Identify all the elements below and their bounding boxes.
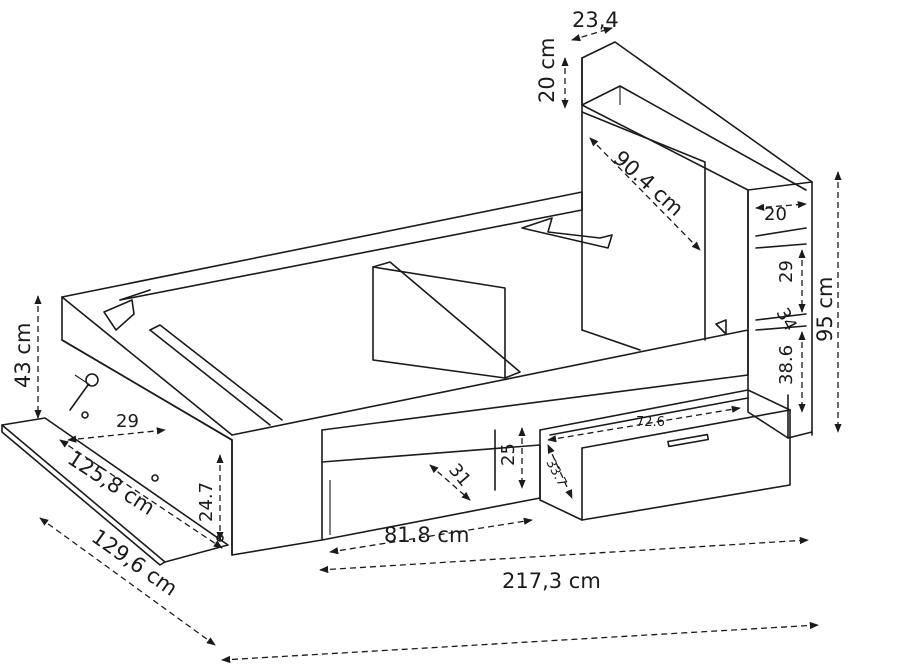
bed-frame [61, 191, 749, 556]
drawer-handle-icon [667, 433, 710, 448]
dimension-lines [34, 26, 842, 664]
label-shelf-unit-depth: 90.4 cm [609, 146, 689, 221]
label-drawer-width: 72.6 [636, 415, 665, 430]
label-side-shelf-width: 20 [764, 204, 787, 225]
label-side-shelf-lower: 38.6 [776, 345, 797, 385]
headboard-shelf-unit [581, 41, 813, 439]
bracket-icons [103, 217, 727, 335]
label-flap-width: 125,8 cm [63, 446, 159, 520]
label-inner-width: 81.8 cm [384, 523, 469, 547]
label-shelf-depth: 23,4 [572, 8, 619, 32]
label-total-length: 217,3 cm [502, 569, 601, 593]
label-total-height: 95 cm [813, 277, 837, 342]
label-flap-depth: 29 [116, 411, 139, 432]
label-shelf-height: 20 cm [535, 38, 559, 103]
label-drawer-height: 25 [498, 443, 519, 466]
label-flap-height: 24.7 [196, 482, 217, 522]
label-drawer-inner-depth: 31 [444, 460, 475, 491]
label-bed-height: 43 cm [11, 323, 35, 388]
drawer [539, 389, 791, 521]
label-side-shelf-gap: 29 [776, 260, 797, 283]
label-side-shelf-gap-2: 34 [772, 304, 801, 334]
